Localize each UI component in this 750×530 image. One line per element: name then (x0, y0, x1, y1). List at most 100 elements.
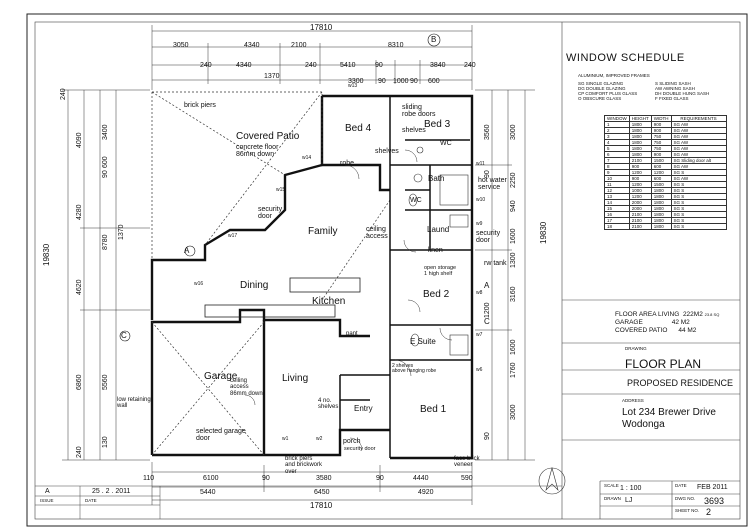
ws-header-row: WINDOW HEIGHT WIDTH REQUIREMENTS (604, 115, 727, 122)
issue-date: 25 . 2 . 2011 (92, 488, 131, 495)
area-label: GARAGE (615, 319, 643, 327)
dim-top: 90 (378, 78, 386, 85)
dim-top: 1370 (264, 73, 280, 80)
dim-top: 90 (375, 62, 383, 69)
note-hanging-robe: 2 shelves above hanging robe (392, 363, 437, 375)
dim-left: 8780 (102, 234, 109, 250)
note-brick-piers: brick piers (184, 102, 216, 109)
note-garage-access: ceiling access 86mm down (230, 378, 263, 397)
dim-bottom: 590 (461, 475, 473, 482)
dim-left: 1370 (118, 224, 125, 240)
dim-bottom: 6100 (203, 475, 219, 482)
area-value: 44 M2 (678, 327, 697, 335)
note-hot-water: hot water service (478, 177, 507, 192)
room-covered-patio: Covered Patio (236, 131, 300, 142)
ws-legend: ALUMINIUM, IMPROVED FRAMES (578, 73, 650, 78)
dim-top: 3050 (173, 42, 189, 49)
ws-cell: SG S (670, 223, 727, 230)
date-value: FEB 2011 (697, 484, 728, 491)
address: Lot 234 Brewer Drive Wodonga (622, 407, 716, 431)
dim-top: 240 (464, 62, 476, 69)
dim-left: 5560 (102, 374, 109, 390)
drawing-label: DRAWING (625, 346, 647, 351)
window-schedule-title: WINDOW SCHEDULE (566, 52, 685, 64)
note-low-wall: low retaining wall (117, 397, 151, 410)
note-shelves-bed3: shelves (402, 127, 426, 134)
dim-right: 1200 (484, 302, 491, 318)
ws-legend: O OBSCURE GLASS (578, 96, 622, 101)
room-dining: Dining (240, 280, 269, 291)
dim-bottom: 90 (376, 475, 384, 482)
window-tag: w16 (194, 281, 204, 287)
dim-top: 2100 (291, 42, 307, 49)
note-brick-piers-bottom: brick piers and brickwork over (285, 456, 323, 475)
dim-overall-top: 17810 (310, 23, 333, 32)
dim-left: 4090 (76, 132, 83, 148)
dim-bottom: 90 (262, 475, 270, 482)
window-tag: w14 (302, 155, 312, 161)
dim-right: 90 (484, 432, 491, 440)
dim-left: 240 (76, 446, 83, 458)
dim-right: 3000 (510, 404, 517, 420)
drawn-value: LJ (625, 497, 633, 504)
room-laund: Laund (427, 225, 450, 234)
date-label: DATE (675, 483, 687, 488)
sheet-label: SHEET NO. (675, 508, 700, 513)
dim-left: 6860 (76, 374, 83, 390)
window-tag: w9 (476, 221, 483, 227)
plan-title: FLOOR PLAN (625, 357, 702, 371)
dim-bottom: 5440 (200, 489, 216, 496)
dim-top: 4340 (244, 42, 260, 49)
dim-top: 240 (305, 62, 317, 69)
note-four-shelves: 4 no. shelves (318, 398, 339, 411)
note-open-storage: open storage 1 high shelf (424, 265, 457, 277)
dim-bottom: 3580 (316, 475, 332, 482)
dim-bottom: 4920 (418, 489, 434, 496)
note-security-door-entry: security door (344, 446, 376, 452)
window-tag: w8 (476, 290, 483, 296)
ws-legend: CP COMFORT PLUS GLASS (578, 91, 638, 96)
address-label: ADDRESS (622, 398, 644, 403)
area-value: 222M2 (682, 311, 703, 318)
room-bed2: Bed 2 (423, 289, 450, 300)
dim-right: 1600 (510, 339, 517, 355)
dim-right: 1760 (510, 362, 517, 378)
room-wc: WC (440, 140, 452, 147)
dim-left: 4280 (76, 204, 83, 220)
dim-top: 4340 (236, 62, 252, 69)
room-kitchen: Kitchen (312, 296, 346, 307)
ws-header: HEIGHT (628, 115, 652, 122)
note-security-door-patio: security door (258, 206, 283, 221)
room-porch: porch (343, 438, 361, 445)
section-marker-c-right: C (484, 317, 490, 326)
room-bath: Bath (428, 174, 445, 183)
drawn-label: DRAWN (604, 496, 621, 501)
room-wc-2: WC (410, 197, 422, 204)
section-marker-a-right: A (484, 281, 490, 290)
room-living: Living (282, 373, 309, 384)
dim-bottom: 6450 (314, 489, 330, 496)
ws-header: WINDOW (604, 115, 630, 122)
room-bed4: Bed 4 (345, 123, 372, 134)
ws-legend: DG DOUBLE GLAZING (578, 86, 626, 91)
dim-top: 3840 (430, 62, 446, 69)
ws-legend: F FIXED GLASS (655, 96, 689, 101)
dim-top: 90 (410, 78, 418, 85)
dim-right: 2250 (510, 172, 517, 188)
window-tag: w10 (476, 197, 486, 203)
room-bed1: Bed 1 (420, 404, 447, 415)
window-tag: w17 (228, 233, 238, 239)
window-tag: w6 (476, 367, 483, 373)
address-line1: Lot 234 Brewer Drive (622, 407, 716, 418)
section-marker-c: C (121, 331, 127, 340)
note-linen: linen (428, 247, 443, 254)
ws-legend: AW AWNING SASH (655, 86, 695, 91)
dim-top: 240 (200, 62, 212, 69)
room-pantry: pant (346, 331, 358, 337)
dim-left: 4620 (76, 279, 83, 295)
note-security-door-laund: security door (476, 230, 501, 245)
dim-overall-bottom: 17810 (310, 501, 333, 510)
note-rw-tank: rw tank (484, 260, 507, 267)
